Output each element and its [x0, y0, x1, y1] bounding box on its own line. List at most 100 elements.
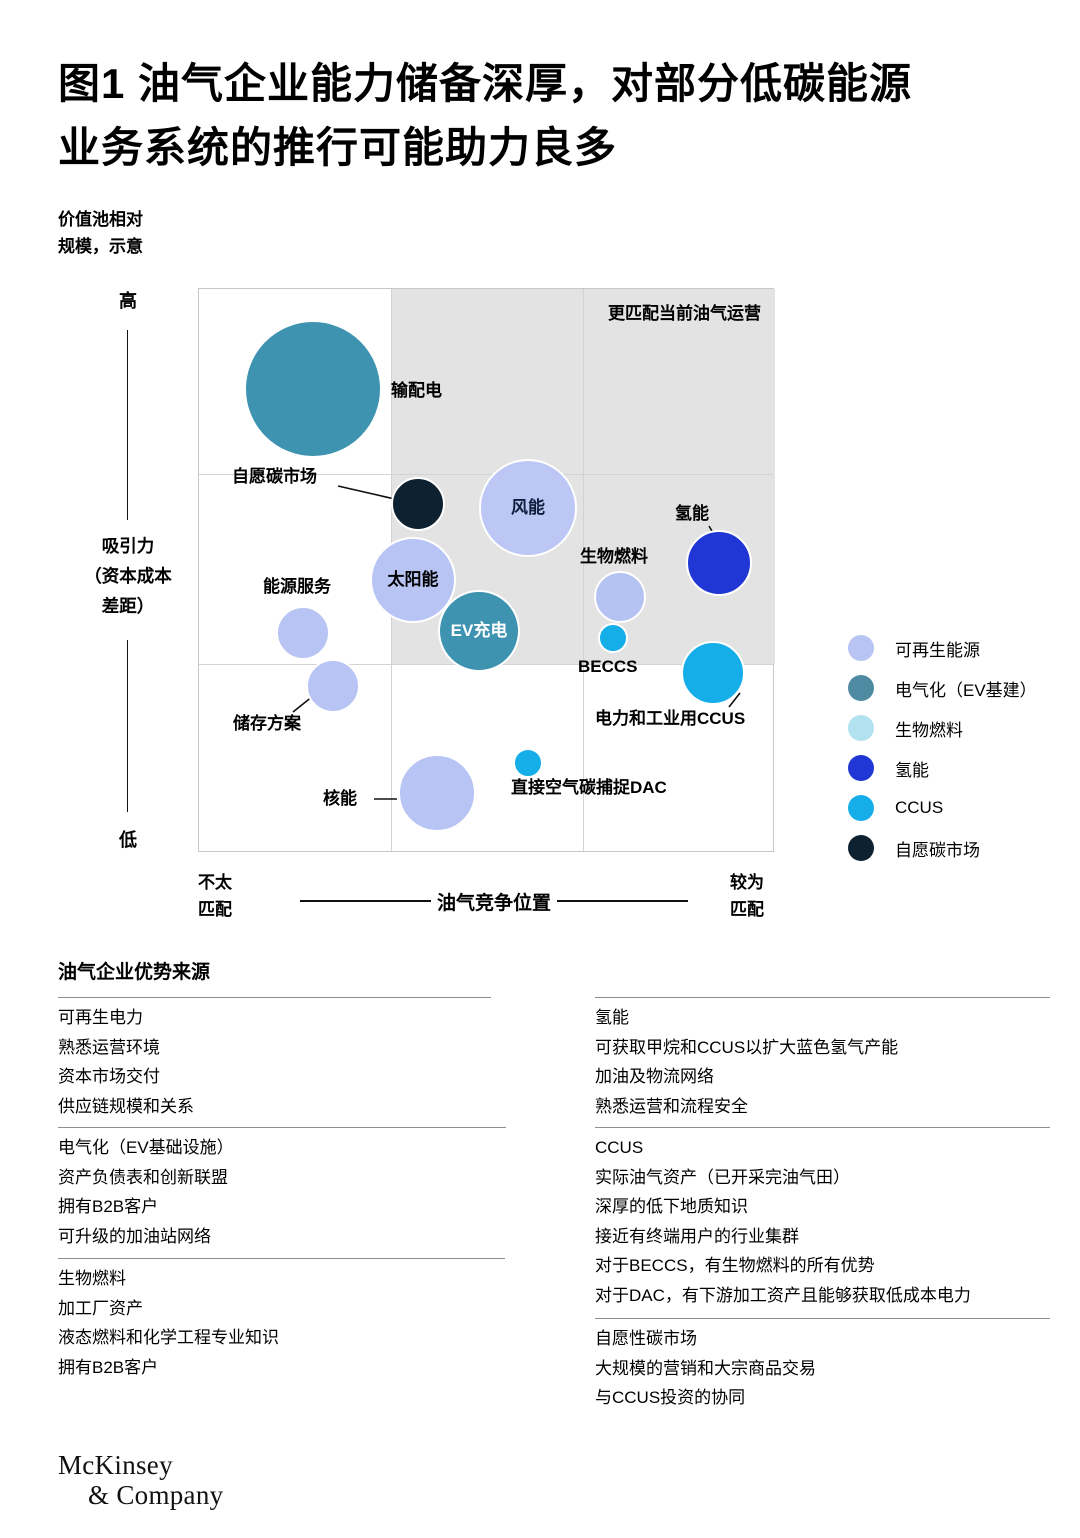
x-axis-left-label: 不太 匹配	[198, 869, 232, 923]
advantages-group-left-1: 可再生电力熟悉运营环境资本市场交付供应链规模和关系	[58, 1003, 194, 1121]
advantages-divider-left-3	[58, 1258, 505, 1259]
advantages-item: 可获取甲烷和CCUS以扩大蓝色氢气产能	[595, 1037, 899, 1057]
x-axis-title: 油气竞争位置	[437, 892, 552, 914]
legend-item-biofuels: 生物燃料	[848, 708, 1073, 748]
bubble-ev-charging	[438, 590, 520, 672]
y-axis-title-line3: 差距）	[101, 596, 155, 616]
bubble-dac	[513, 748, 543, 778]
advantages-item: 可升级的加油站网络	[58, 1226, 211, 1246]
title-line-1: 图1 油气企业能力储备深厚，对部分低碳能源	[58, 60, 913, 107]
bubble-label-power-industrial-ccus: 电力和工业用CCUS	[595, 709, 746, 728]
bubble-label-storage-solutions: 储存方案	[233, 714, 301, 733]
advantages-item: 自愿性碳市场	[595, 1329, 697, 1348]
x-axis-right-label: 较为 匹配	[730, 869, 764, 923]
legend-dot-renewables	[848, 635, 874, 661]
bubble-size-note: 价值池相对 规模，示意	[58, 206, 143, 260]
y-axis-low-label: 低	[119, 830, 137, 850]
horizontal-gridline-1	[199, 474, 773, 475]
legend-item-ccus: CCUS	[848, 788, 1073, 828]
legend-dot-ccus	[848, 795, 874, 821]
advantages-item: 资产负债表和创新联盟	[58, 1167, 228, 1187]
advantages-item: 拥有B2B客户	[58, 1357, 159, 1377]
legend-dot-hydrogen	[848, 755, 874, 781]
quadrant-label: 更匹配当前油气运营	[608, 304, 761, 323]
bubble-label-hydrogen: 氢能	[675, 504, 709, 523]
y-axis-title-line2: （资本成本	[84, 566, 172, 586]
x-axis-left-line1: 不太	[198, 873, 232, 892]
bubble-size-note-line2: 规模，示意	[58, 237, 143, 256]
legend-item-renewables: 可再生能源	[848, 628, 1073, 668]
bubble-hydrogen	[686, 530, 752, 596]
advantages-item: 熟悉运营环境	[58, 1037, 160, 1057]
bubble-label-biofuels: 生物燃料	[580, 547, 648, 566]
advantages-item: 可再生电力	[58, 1008, 143, 1027]
legend-dot-electrification-ev	[848, 675, 874, 701]
legend-label-ccus: CCUS	[895, 798, 944, 817]
advantages-divider-right-3	[595, 1318, 1050, 1319]
mckinsey-logo: McKinsey & Company	[58, 1450, 223, 1510]
advantages-divider-left-2	[58, 1127, 506, 1128]
advantages-item: 氢能	[595, 1008, 629, 1027]
bubble-label-nuclear: 核能	[323, 789, 357, 808]
vertical-gridline-2	[583, 289, 584, 851]
bubble-nuclear	[398, 754, 476, 832]
advantages-item: 加油及物流网络	[595, 1067, 714, 1086]
advantages-item: 资本市场交付	[58, 1067, 160, 1086]
x-axis-right-line1: 较为	[730, 873, 764, 892]
legend-label-electrification-ev: 电气化（EV基建）	[895, 680, 1037, 700]
logo-line1: McKinsey	[58, 1450, 173, 1480]
legend-label-voluntary-carbon-market: 自愿碳市场	[895, 840, 980, 860]
bubble-solar	[370, 537, 456, 623]
bubble-label-solar: 太阳能	[387, 570, 439, 589]
y-axis-title-line1: 吸引力	[101, 536, 155, 556]
bubble-biofuels	[594, 571, 646, 623]
x-axis-rule-left	[300, 900, 431, 902]
bubble-label-beccs: BECCS	[578, 657, 638, 676]
advantages-item: 电气化（EV基础设施）	[58, 1138, 234, 1157]
bubble-energy-services	[276, 606, 330, 660]
x-axis-right-line2: 匹配	[730, 900, 764, 919]
y-axis-high-label: 高	[119, 291, 137, 311]
logo-line2: & Company	[88, 1480, 224, 1510]
legend-label-biofuels: 生物燃料	[895, 720, 963, 740]
advantages-group-left-2: 电气化（EV基础设施） 资产负债表和创新联盟拥有B2B客户可升级的加油站网络	[58, 1133, 234, 1251]
legend-item-hydrogen: 氢能	[848, 748, 1073, 788]
advantages-item: 与CCUS投资的协同	[595, 1388, 746, 1407]
advantages-item: 供应链规模和关系	[58, 1096, 194, 1116]
legend-item-voluntary-carbon-market: 自愿碳市场	[848, 828, 1073, 868]
advantages-item: CCUS	[595, 1138, 644, 1157]
legend-label-renewables: 可再生能源	[895, 640, 980, 660]
advantages-item: 对于DAC，有下游加工资产且能够获取低成本电力	[595, 1285, 971, 1305]
advantages-group-right-1: 氢能可获取甲烷和CCUS以扩大蓝色氢气产能加油及物流网络熟悉运营和流程安全	[595, 1003, 898, 1121]
advantages-item: 液态燃料和化学工程专业知识	[58, 1328, 279, 1347]
advantages-item: 大规模的营销和大宗商品交易	[595, 1358, 816, 1378]
advantages-item: 拥有B2B客户	[58, 1197, 159, 1216]
connector-voluntary-carbon-market	[337, 485, 400, 501]
y-axis-line-lower	[127, 640, 128, 812]
advantages-divider-left-1	[58, 997, 491, 998]
advantages-item: 接近有终端用户的行业集群	[595, 1226, 799, 1246]
bubble-storage-solutions	[306, 659, 360, 713]
x-axis-rule-right	[557, 900, 689, 902]
bubble-label-energy-services: 能源服务	[263, 577, 331, 596]
advantages-item: 对于BECCS，有生物燃料的所有优势	[595, 1256, 875, 1275]
bubble-label-wind: 风能	[511, 498, 545, 517]
advantages-group-right-2: CCUS 实际油气资产（已开采完油气田） 深厚的低下地质知识接近有终端用户的行业集群…	[595, 1133, 971, 1310]
bubble-wind	[479, 459, 577, 557]
x-axis-left-line2: 匹配	[198, 900, 232, 919]
bubble-size-note-line1: 价值池相对	[58, 210, 143, 229]
advantages-group-left-3: 生物燃料加工厂资产液态燃料和化学工程专业知识拥有B2B客户	[58, 1264, 279, 1382]
bubble-power-transmission-distribution	[244, 320, 382, 458]
legend: 可再生能源电气化（EV基建） 生物燃料氢能 CCUS 自愿碳市场	[848, 628, 1073, 868]
bubble-label-ev-charging: EV充电	[450, 621, 508, 640]
advantages-item: 实际油气资产（已开采完油气田）	[595, 1167, 850, 1187]
title-line-2: 业务系统的推行可能助力良多	[58, 124, 618, 171]
legend-label-hydrogen: 氢能	[895, 760, 929, 780]
advantages-item: 生物燃料	[58, 1269, 126, 1288]
bubble-label-voluntary-carbon-market: 自愿碳市场	[232, 467, 317, 486]
advantages-heading: 油气企业优势来源	[58, 962, 211, 983]
bubble-power-industrial-ccus	[681, 641, 745, 705]
advantages-item: 深厚的低下地质知识	[595, 1197, 748, 1216]
page-title: 图1 油气企业能力储备深厚，对部分低碳能源 业务系统的推行可能助力良多	[58, 52, 1038, 180]
advantages-item: 加工厂资产	[58, 1298, 143, 1318]
